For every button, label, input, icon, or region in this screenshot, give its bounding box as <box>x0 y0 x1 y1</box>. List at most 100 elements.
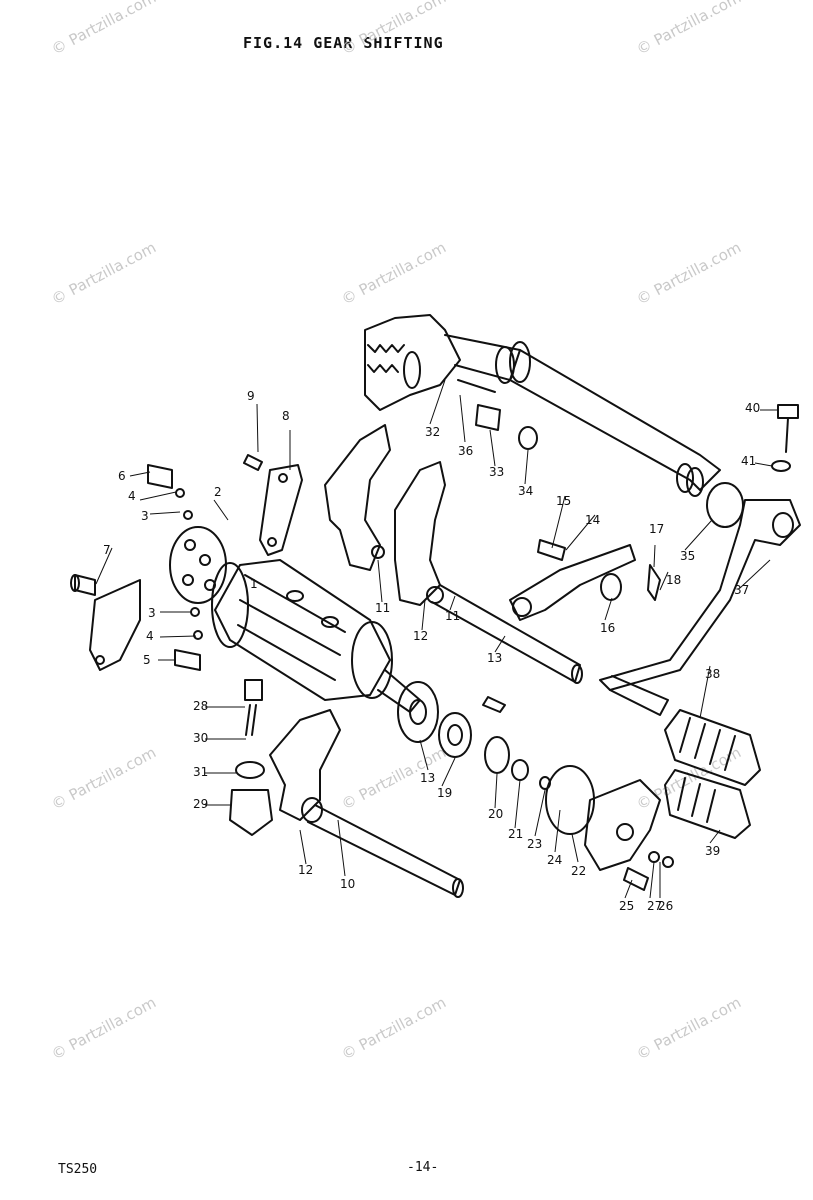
leader-line <box>299 829 307 865</box>
callout-4: 4 <box>146 629 154 643</box>
leader-line <box>421 599 426 631</box>
callout-29: 29 <box>193 797 208 811</box>
callout-26: 26 <box>658 899 673 913</box>
neutral-switch-group <box>484 736 674 891</box>
leader-line <box>604 597 613 621</box>
fork-shaft <box>307 584 583 898</box>
callout-19: 19 <box>437 786 452 800</box>
callout-23: 23 <box>527 837 542 851</box>
leader-line <box>429 379 446 425</box>
leader-line <box>754 462 773 467</box>
leader-line <box>337 819 346 877</box>
leader-line <box>494 635 506 653</box>
cam-stopper-assembly <box>229 679 273 836</box>
leader-line <box>653 544 656 568</box>
gear-shift-arm <box>509 539 661 621</box>
leader-line <box>684 519 713 551</box>
leader-line <box>739 559 771 589</box>
callout-39: 39 <box>705 844 720 858</box>
leader-line <box>565 514 596 551</box>
callout-16: 16 <box>600 621 615 635</box>
callout-18: 18 <box>666 573 681 587</box>
watermark: © Partzilla.com <box>338 0 449 59</box>
watermark: © Partzilla.com <box>48 238 159 308</box>
callout-40: 40 <box>745 401 760 415</box>
leader-line <box>213 499 229 521</box>
callout-1: 1 <box>250 577 258 591</box>
watermark-layer: © Partzilla.com © Partzilla.com © Partzill… <box>48 0 744 1064</box>
callout-13: 13 <box>487 651 502 665</box>
leader-line <box>489 429 496 467</box>
cam-guide-small-parts <box>147 464 203 671</box>
callout-31: 31 <box>193 765 208 779</box>
shift-fork-upper <box>324 424 446 606</box>
gear-shift-shaft <box>364 314 721 497</box>
leader-line <box>494 773 498 809</box>
lever-rubber <box>664 709 761 839</box>
watermark: © Partzilla.com <box>633 993 744 1063</box>
lever-bolt <box>771 404 799 472</box>
callout-3: 3 <box>141 509 149 523</box>
shaft-end-parts <box>457 379 538 450</box>
shift-cam-drum <box>211 559 421 713</box>
callout-10: 10 <box>340 877 355 891</box>
callout-25: 25 <box>619 899 634 913</box>
leader-line <box>659 571 669 591</box>
leader-line <box>699 665 711 719</box>
leader-line <box>551 495 566 549</box>
callout-labels: 1233445678910111112121313141516171819202… <box>103 389 760 913</box>
callout-12: 12 <box>298 863 313 877</box>
callout-11: 11 <box>375 601 390 615</box>
callout-22: 22 <box>571 864 586 878</box>
callout-14: 14 <box>585 513 600 527</box>
model-code: TS250 <box>58 1162 98 1177</box>
cam-stopper-plate <box>70 574 141 671</box>
leader-line <box>624 879 633 899</box>
shift-fork-lower <box>269 709 341 823</box>
cam-end-plate <box>397 681 472 758</box>
leader-line <box>159 635 197 638</box>
leader-line <box>459 394 466 443</box>
figure-title: FIG.14 GEAR SHIFTING <box>243 34 444 52</box>
leader-line <box>139 491 177 501</box>
callout-2: 2 <box>214 485 222 499</box>
callout-28: 28 <box>193 699 208 713</box>
callout-9: 9 <box>247 389 255 403</box>
leader-line <box>514 779 521 829</box>
callout-6: 6 <box>118 469 126 483</box>
callout-36: 36 <box>458 444 473 458</box>
cam-guide-plate <box>243 454 303 556</box>
callout-4: 4 <box>128 489 136 503</box>
callout-13: 13 <box>420 771 435 785</box>
callout-15: 15 <box>556 494 571 508</box>
callout-17: 17 <box>649 522 664 536</box>
callout-3: 3 <box>148 606 156 620</box>
watermark: © Partzilla.com <box>48 0 159 59</box>
leader-line <box>129 471 151 477</box>
callout-24: 24 <box>547 853 562 867</box>
exploded-parts-drawing <box>70 314 801 898</box>
leader-line <box>554 809 561 853</box>
callout-8: 8 <box>282 409 290 423</box>
leader-line <box>256 403 259 453</box>
callout-32: 32 <box>425 425 440 439</box>
callout-35: 35 <box>680 549 695 563</box>
callout-5: 5 <box>143 653 151 667</box>
callout-21: 21 <box>508 827 523 841</box>
callout-20: 20 <box>488 807 503 821</box>
cam-star-plate <box>169 526 227 604</box>
callout-34: 34 <box>518 484 533 498</box>
leader-line <box>441 757 456 787</box>
leader-line <box>95 547 113 585</box>
watermark: © Partzilla.com <box>633 238 744 308</box>
leader-line <box>419 739 429 771</box>
callout-41: 41 <box>741 454 756 468</box>
watermark: © Partzilla.com <box>338 993 449 1063</box>
gear-shift-lever <box>599 482 801 716</box>
leader-line <box>449 595 456 611</box>
page-number: -14- <box>407 1160 439 1175</box>
callout-27: 27 <box>647 899 662 913</box>
leader-line <box>149 511 181 515</box>
